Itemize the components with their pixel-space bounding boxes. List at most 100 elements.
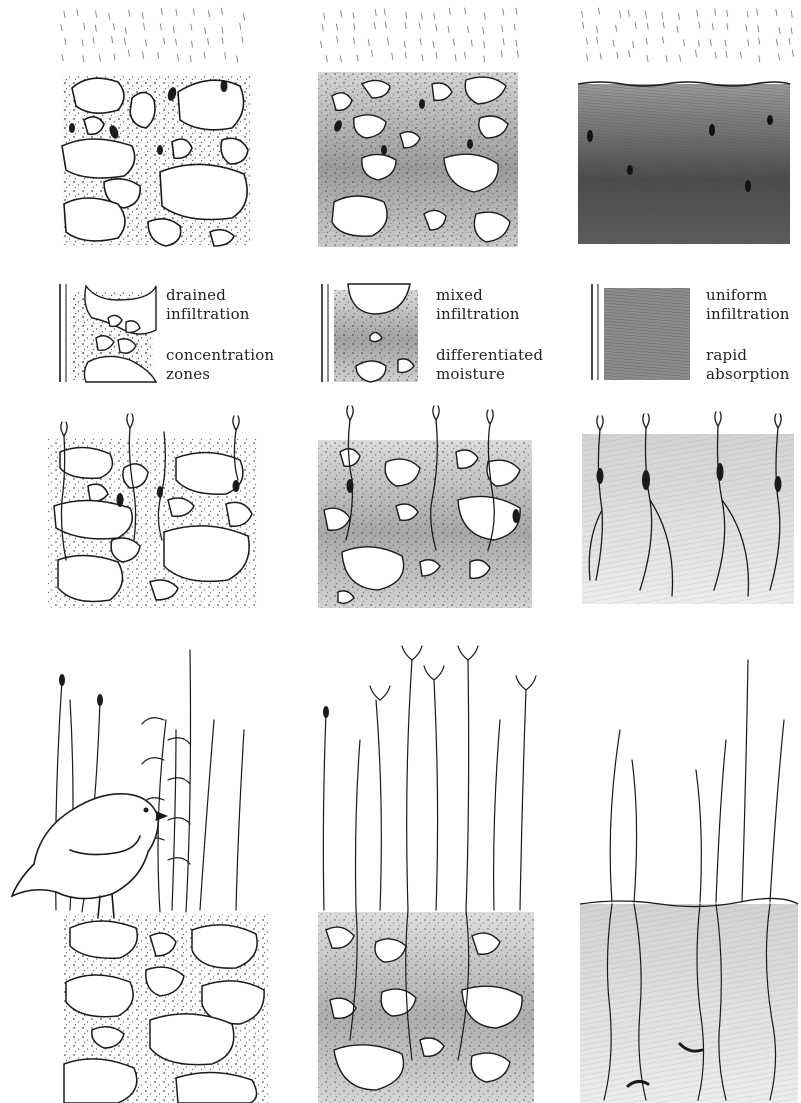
rain-streak xyxy=(699,22,700,28)
rain-streak xyxy=(164,38,165,44)
rain-streak xyxy=(776,39,777,45)
fine-legend-swatch xyxy=(592,284,690,380)
rain-streak xyxy=(128,50,129,56)
rain-streak xyxy=(337,24,338,30)
rain-streak xyxy=(647,23,648,29)
rain-streak xyxy=(112,37,113,43)
rain-streak xyxy=(62,55,63,61)
rain-streak xyxy=(129,10,130,16)
rain-streak xyxy=(421,13,422,19)
rain-streak xyxy=(405,23,406,29)
rain-streak xyxy=(406,12,407,18)
rain-streak xyxy=(222,37,223,43)
rain-streak xyxy=(95,25,96,31)
rain-streak xyxy=(759,56,760,62)
legend-text: zones xyxy=(166,365,274,384)
legend-text: rapid xyxy=(706,346,790,365)
rain-streak xyxy=(596,26,597,32)
rain-streak xyxy=(597,37,598,43)
rain-streak xyxy=(208,39,209,45)
legend-text: moisture xyxy=(436,365,543,384)
rain-streak xyxy=(484,56,485,62)
rain-streak xyxy=(436,53,437,59)
rain-streak xyxy=(759,38,760,44)
rain-streak xyxy=(726,51,727,57)
rain-streak xyxy=(727,11,728,17)
rain-streak xyxy=(125,28,126,34)
rain-streak xyxy=(222,27,223,33)
gravel-soil-block xyxy=(62,75,252,246)
legend-text: infiltration xyxy=(166,305,250,324)
rain-streak xyxy=(503,9,504,15)
rain-streak xyxy=(600,53,601,59)
rain-streak xyxy=(449,8,450,14)
rain-streak xyxy=(645,12,646,18)
rain-streak xyxy=(144,23,145,29)
gravel-vegetation-panel xyxy=(12,650,270,1103)
rain-streak xyxy=(354,24,355,30)
rain-streak xyxy=(177,54,178,60)
rain-streak xyxy=(646,38,647,44)
mixed-legend-lower: differentiated moisture xyxy=(436,346,543,384)
rain-streak xyxy=(616,25,617,31)
rain-streak xyxy=(680,55,681,61)
rain-streak xyxy=(436,24,437,30)
rain-streak xyxy=(647,56,648,62)
rain-streak xyxy=(420,39,421,45)
rain-streak xyxy=(727,23,728,29)
fine-vegetation-panel xyxy=(580,660,798,1103)
legend-text: mixed xyxy=(436,286,520,305)
rain-drops-icon xyxy=(61,8,793,62)
rain-streak xyxy=(502,26,503,32)
rain-streak xyxy=(635,23,636,29)
rain-streak xyxy=(65,38,66,44)
rain-streak xyxy=(341,11,342,17)
rain-streak xyxy=(388,38,389,44)
fine-soil-block xyxy=(578,82,790,244)
legend-text: concentration xyxy=(166,346,274,365)
rain-streak xyxy=(453,39,454,45)
rain-streak xyxy=(789,38,790,44)
rain-streak xyxy=(405,52,406,58)
rain-streak xyxy=(516,8,517,14)
rain-streak xyxy=(109,13,110,19)
gravel-legend-upper: drained infiltration xyxy=(166,286,250,324)
rain-streak xyxy=(455,54,456,60)
rain-streak xyxy=(173,27,174,33)
rain-streak xyxy=(142,13,143,19)
rain-streak xyxy=(422,55,423,61)
rain-streak xyxy=(244,14,245,20)
rain-streak xyxy=(242,37,243,43)
legend-text: absorption xyxy=(706,365,790,384)
rain-streak xyxy=(587,54,588,60)
rain-streak xyxy=(64,11,65,17)
rain-streak xyxy=(375,10,376,16)
rain-streak xyxy=(321,41,322,47)
rain-streak xyxy=(191,24,192,30)
rain-streak xyxy=(779,54,780,60)
mixed-soil-block xyxy=(318,72,518,247)
rain-streak xyxy=(93,37,94,43)
rain-streak xyxy=(464,52,465,58)
rain-streak xyxy=(176,39,177,45)
rain-streak xyxy=(340,56,341,62)
rain-streak xyxy=(678,13,679,19)
legend-text: differentiated xyxy=(436,346,543,365)
rain-streak xyxy=(710,40,711,46)
rain-streak xyxy=(392,53,393,59)
rain-streak xyxy=(176,9,177,15)
rain-streak xyxy=(160,24,161,30)
rain-streak xyxy=(61,25,62,31)
rain-streak xyxy=(725,40,726,46)
rain-streak xyxy=(747,11,748,17)
rain-streak xyxy=(83,56,84,62)
rain-streak xyxy=(190,56,191,62)
rain-streak xyxy=(697,10,698,16)
rain-streak xyxy=(666,56,667,62)
legend-text: infiltration xyxy=(436,305,520,324)
rain-streak xyxy=(501,51,502,57)
rain-streak xyxy=(746,25,747,31)
rain-streak xyxy=(712,24,713,30)
rain-streak xyxy=(448,27,449,33)
